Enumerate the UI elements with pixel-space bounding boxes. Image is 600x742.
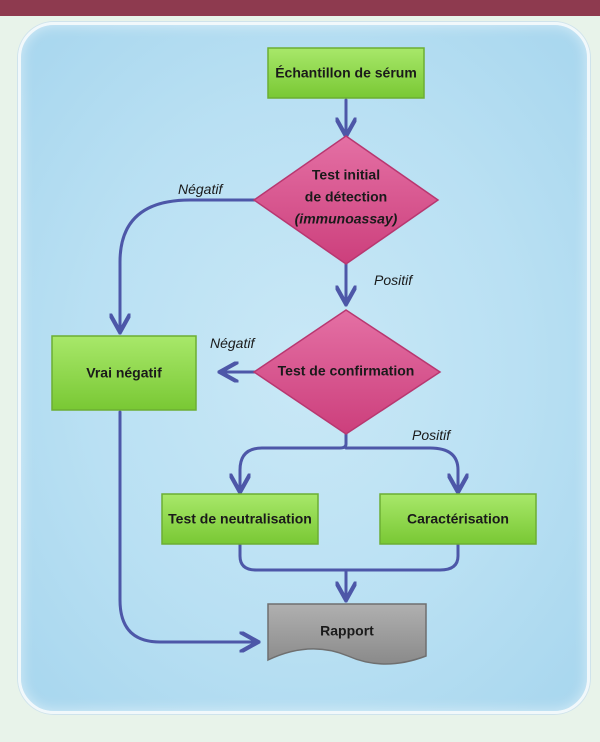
- node-report-label: Rapport: [320, 623, 374, 639]
- node-initial-test-line3: (immunoassay): [295, 211, 398, 227]
- node-confirmation-test: Test de confirmation: [252, 309, 442, 435]
- node-report: Rapport: [267, 603, 427, 665]
- node-neutralisation-test-label: Test de neutralisation: [168, 511, 312, 527]
- edge-label-initial-negative: Négatif: [178, 181, 224, 197]
- edge-label-initial-positive: Positif: [374, 272, 414, 288]
- node-initial-test: Test initial de détection (immunoassay): [252, 135, 440, 265]
- arrow-true-negative-to-report: [118, 410, 254, 642]
- merge-connector: [238, 542, 460, 572]
- node-confirmation-test-label: Test de confirmation: [278, 363, 415, 379]
- edge-label-confirmation-positive: Positif: [412, 427, 452, 443]
- node-sample-label: Échantillon de sérum: [275, 65, 417, 81]
- node-neutralisation-test: Test de neutralisation: [161, 493, 319, 545]
- node-initial-test-line1: Test initial: [312, 167, 380, 183]
- node-sample: Échantillon de sérum: [267, 47, 425, 99]
- node-characterisation-label: Caractérisation: [407, 511, 509, 527]
- arrow-initial-negative: [120, 198, 258, 328]
- edge-label-confirmation-negative: Négatif: [210, 335, 256, 351]
- node-true-negative-label: Vrai négatif: [86, 365, 162, 381]
- node-true-negative: Vrai négatif: [51, 335, 197, 411]
- arrow-confirmation-positive-right: [344, 446, 458, 488]
- arrow-confirmation-positive-split: [240, 430, 348, 488]
- node-characterisation: Caractérisation: [379, 493, 537, 545]
- node-initial-test-line2: de détection: [305, 189, 387, 205]
- top-color-strip: [0, 0, 600, 16]
